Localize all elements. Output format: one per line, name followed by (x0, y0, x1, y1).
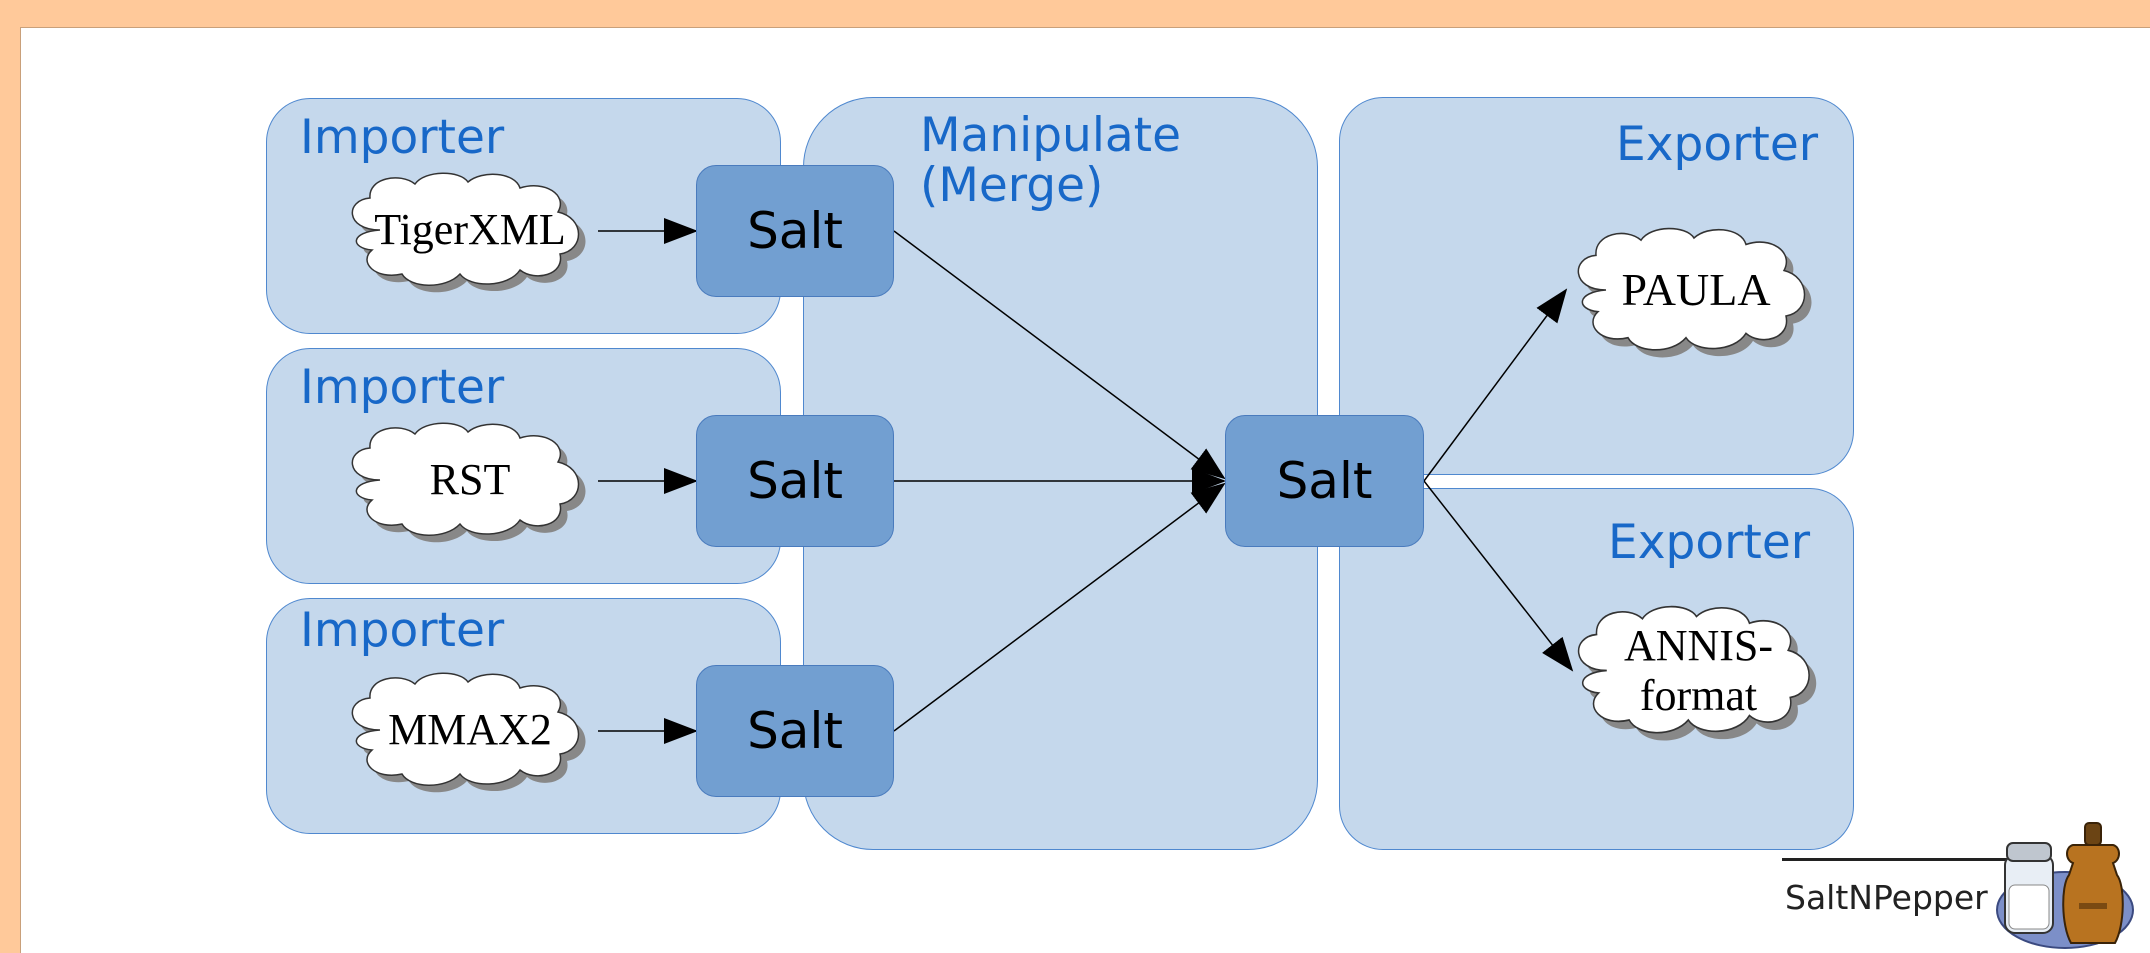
exporter-title-2: Exporter (1608, 515, 1811, 570)
cloud-shape-icon (351, 672, 586, 793)
format-label-rst: RST (429, 455, 511, 504)
cloud-rst: RST (340, 420, 600, 543)
format-label-annis-line2: format (1639, 670, 1758, 720)
cloud-mmax2: MMAX2 (340, 670, 600, 793)
manipulate-title: Manipulate (Merge) (920, 108, 1182, 213)
arrow-merge-annis (1423, 480, 1574, 672)
format-label-paula: PAULA (1621, 264, 1771, 315)
arrow-merge-paula (1423, 288, 1568, 482)
importer-title-2: Importer (300, 360, 505, 415)
arrow-salt3-merge (893, 482, 1226, 732)
importer-title-1: Importer (300, 110, 505, 165)
cloud-shape-icon (1577, 227, 1812, 358)
cloud-annis: ANNIS- format (1566, 603, 1831, 741)
importer-title-3: Importer (300, 603, 505, 658)
salt-node-merged: Salt (1225, 415, 1424, 547)
exporter-title-1: Exporter (1616, 117, 1819, 172)
salt-node-3: Salt (696, 665, 894, 797)
salt-pepper-shakers-icon (1996, 822, 2134, 949)
format-label-annis: ANNIS- format (1566, 603, 1831, 738)
brand-label: SaltNPepper (1785, 878, 1988, 917)
salt-node-1: Salt (696, 165, 894, 297)
arrow-salt1-merge (893, 230, 1226, 480)
format-label-tigerxml: TigerXML (374, 205, 566, 254)
cloud-shape-icon (351, 172, 586, 293)
brand-rule (1782, 858, 2027, 861)
salt-node-2: Salt (696, 415, 894, 547)
cloud-tigerxml: TigerXML (340, 170, 600, 293)
cloud-shape-icon (351, 422, 586, 543)
cloud-paula: PAULA (1566, 225, 1826, 358)
format-label-annis-line1: ANNIS- (1623, 620, 1774, 670)
format-label-mmax2: MMAX2 (388, 705, 552, 754)
cloud-shape-icon (1577, 605, 1817, 741)
